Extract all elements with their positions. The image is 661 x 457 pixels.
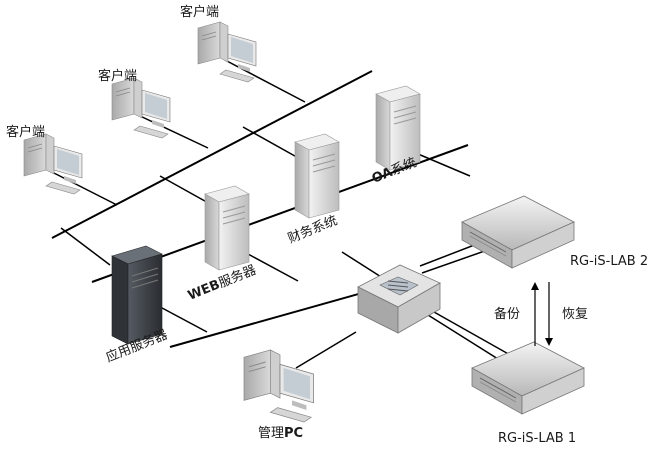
app-server-icon bbox=[111, 245, 163, 345]
client-label: 客户端 bbox=[6, 124, 45, 140]
switch-icon bbox=[357, 264, 441, 334]
web-server-icon bbox=[204, 185, 250, 271]
client-pc-icon bbox=[197, 21, 257, 83]
admin-suffix: PC bbox=[284, 426, 303, 441]
finance-server-icon bbox=[294, 133, 340, 219]
web-prefix: WEB bbox=[186, 277, 222, 303]
finance-system-label: 财务系统 bbox=[286, 212, 340, 246]
backup-restore-arrows bbox=[531, 282, 553, 346]
backup-arrow-head bbox=[531, 282, 539, 290]
restore-arrow-head bbox=[545, 338, 553, 346]
lab2-label: RG-iS-LAB 2 bbox=[570, 254, 648, 269]
restore-label: 恢复 bbox=[562, 307, 588, 322]
admin-pc-icon bbox=[243, 349, 315, 423]
lab1-device-icon bbox=[471, 341, 585, 415]
lab1-label: RG-iS-LAB 1 bbox=[498, 431, 576, 446]
client-label: 客户端 bbox=[98, 68, 137, 84]
client-label: 客户端 bbox=[180, 4, 219, 20]
client-pc-icon bbox=[23, 133, 83, 195]
lab2-device-icon bbox=[461, 195, 575, 269]
admin-prefix: 管理 bbox=[258, 426, 284, 441]
backup-label: 备份 bbox=[494, 306, 520, 322]
admin-pc-label: 管理PC bbox=[258, 426, 303, 441]
client-pc-icon bbox=[111, 77, 171, 139]
oa-prefix: OA bbox=[370, 165, 395, 187]
